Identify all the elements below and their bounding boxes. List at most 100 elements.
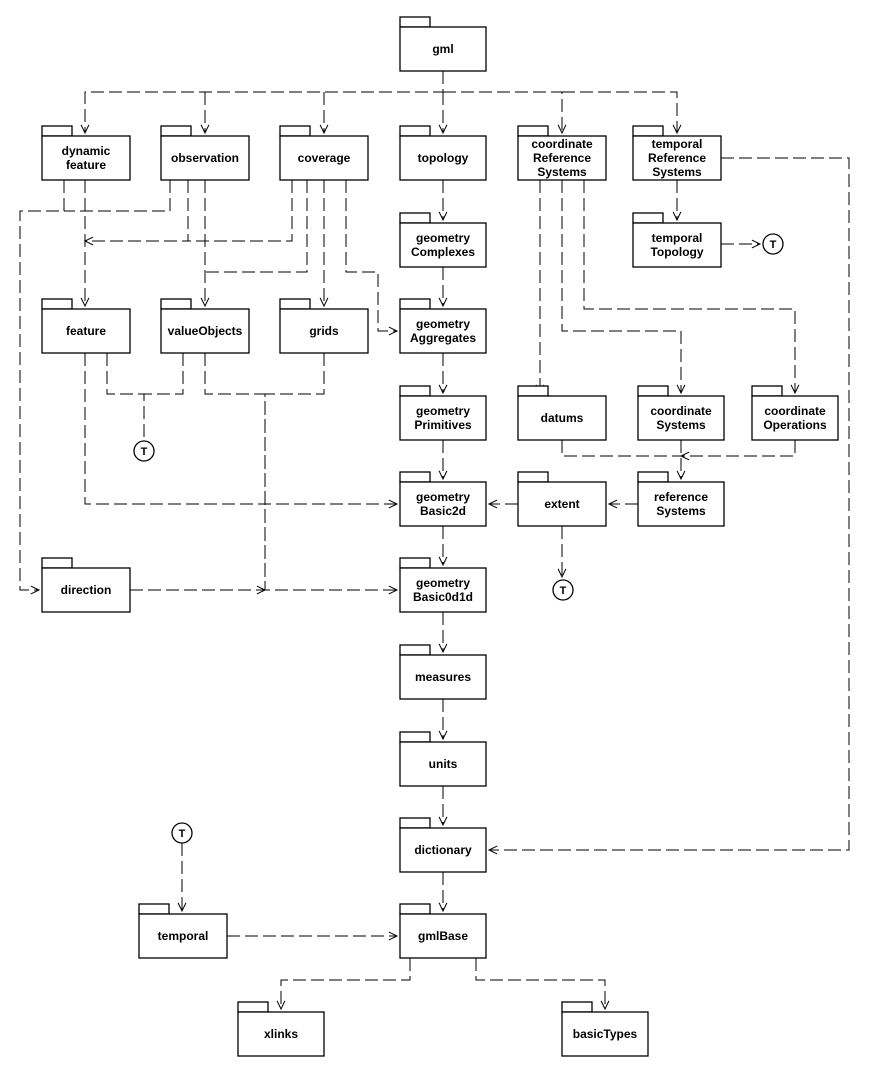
package-tab bbox=[399, 16, 431, 28]
package-tab bbox=[632, 212, 664, 224]
dependency-edges bbox=[19, 71, 850, 1011]
package-grids: grids bbox=[279, 298, 369, 354]
package-body bbox=[41, 135, 131, 181]
package-tab bbox=[237, 1001, 269, 1013]
package-observation: observation bbox=[160, 125, 250, 181]
dependency-line bbox=[489, 157, 850, 851]
arrowhead bbox=[256, 585, 267, 595]
package-label: units bbox=[429, 757, 458, 771]
package-body bbox=[279, 135, 369, 181]
package-body bbox=[399, 26, 487, 72]
package-label: coordinate bbox=[650, 404, 712, 418]
package-label: temporal bbox=[652, 137, 703, 151]
dependency-gml-to-temporalReferenceSystems bbox=[562, 91, 682, 135]
package-tab bbox=[637, 471, 669, 483]
package-label: measures bbox=[415, 670, 471, 684]
arrowhead bbox=[438, 556, 448, 567]
package-label: Topology bbox=[650, 245, 703, 259]
dependency-coordinateSystems-to-referenceSystems bbox=[676, 440, 686, 481]
package-body bbox=[399, 481, 487, 527]
package-label: Systems bbox=[652, 165, 702, 179]
package-tab bbox=[41, 125, 73, 137]
arrowhead bbox=[676, 384, 686, 395]
terminal-label: T bbox=[770, 239, 777, 251]
arrowhead bbox=[438, 816, 448, 827]
terminal-circle bbox=[552, 579, 574, 601]
package-body bbox=[517, 135, 607, 181]
terminal-t2: T bbox=[133, 440, 155, 462]
arrowhead bbox=[388, 499, 399, 509]
package-tab bbox=[41, 557, 73, 569]
package-label: coverage bbox=[298, 151, 351, 165]
arrowhead bbox=[388, 326, 399, 336]
package-label: Aggregates bbox=[410, 331, 476, 345]
dependency-line bbox=[19, 180, 65, 591]
arrowhead bbox=[557, 568, 567, 579]
package-body bbox=[41, 567, 131, 613]
package-body bbox=[160, 135, 250, 181]
arrowhead bbox=[672, 211, 682, 222]
package-body bbox=[517, 481, 607, 527]
package-units: units bbox=[399, 731, 487, 787]
dependency-line bbox=[106, 353, 145, 438]
dependency-measures-to-units bbox=[438, 699, 448, 741]
dependency-temporalReferenceSystems-to-temporalTopology bbox=[672, 180, 682, 222]
terminal-label: T bbox=[141, 446, 148, 458]
dependency-geometryAggregates-to-geometryPrimitives bbox=[438, 353, 448, 395]
arrowhead bbox=[487, 845, 498, 855]
package-label: grids bbox=[309, 324, 339, 338]
dependency-gml-to-topology bbox=[438, 92, 448, 135]
dependency-line bbox=[280, 958, 411, 1009]
dependency-line bbox=[205, 180, 308, 273]
dependency-coverage-to-valueObjects bbox=[205, 180, 308, 273]
package-tab bbox=[517, 125, 549, 137]
dependency-geometryPrimitives-to-geometryBasic2d bbox=[438, 440, 448, 481]
arrowhead bbox=[438, 470, 448, 481]
package-body bbox=[399, 654, 487, 700]
package-label: dictionary bbox=[414, 843, 472, 857]
arrowhead bbox=[487, 499, 498, 509]
dependency-gmlBase-to-basicTypes bbox=[475, 958, 610, 1011]
terminal-label: T bbox=[179, 828, 186, 840]
package-label: coordinate bbox=[764, 404, 826, 418]
dependency-coordinateOperations-to-referenceSystems bbox=[679, 440, 796, 461]
package-body bbox=[637, 481, 725, 527]
dependency-geometryBasic0d1d-to-measures bbox=[438, 612, 448, 654]
dependency-topology-to-geometryComplexes bbox=[438, 180, 448, 222]
package-direction: direction bbox=[41, 557, 131, 613]
package-tab bbox=[399, 817, 431, 829]
dependency-feature-to-t2 bbox=[106, 353, 145, 438]
arrowhead bbox=[438, 124, 448, 135]
dependency-valueObjects-to-geometryBasic0d1d bbox=[204, 353, 266, 590]
package-tab bbox=[399, 385, 431, 397]
arrowhead bbox=[679, 451, 690, 461]
package-body bbox=[751, 395, 839, 441]
package-tab bbox=[41, 298, 73, 310]
arrowhead bbox=[80, 297, 90, 308]
dependency-line bbox=[561, 180, 682, 393]
dependency-feature-to-geometryBasic2d bbox=[84, 353, 399, 509]
dependency-gml-to-observation bbox=[200, 92, 210, 135]
package-body bbox=[279, 308, 369, 354]
package-label: geometry bbox=[416, 576, 470, 590]
package-tab bbox=[160, 298, 192, 310]
arrowhead bbox=[751, 239, 762, 249]
arrowhead bbox=[438, 297, 448, 308]
package-tab bbox=[138, 903, 170, 915]
arrowhead bbox=[80, 124, 90, 135]
dependency-observation-to-feature bbox=[83, 180, 189, 246]
package-body bbox=[399, 567, 487, 613]
package-body bbox=[632, 222, 722, 268]
package-label: coordinate bbox=[531, 137, 593, 151]
package-body bbox=[138, 913, 228, 959]
dependency-observation-to-direction bbox=[64, 180, 171, 212]
package-label: Systems bbox=[537, 165, 587, 179]
package-tab bbox=[632, 125, 664, 137]
arrowhead bbox=[438, 643, 448, 654]
package-label: gml bbox=[432, 42, 453, 56]
